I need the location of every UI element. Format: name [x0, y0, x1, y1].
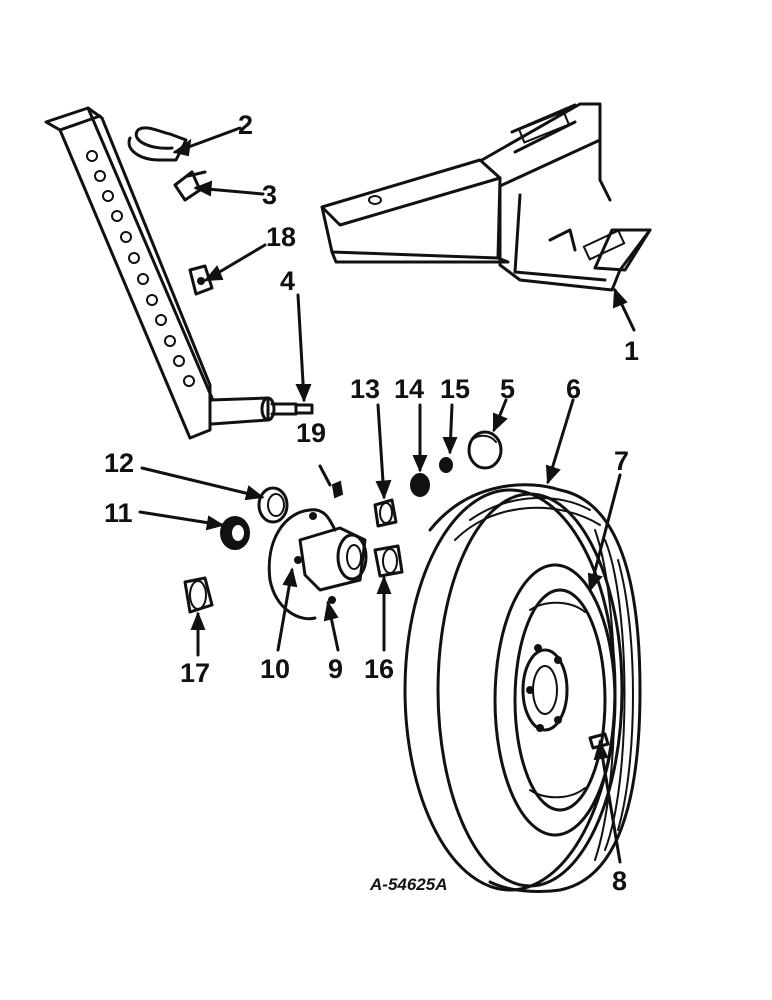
- callout-19: 19: [296, 418, 326, 448]
- part-12-seal: [257, 486, 289, 524]
- callout-labels: 1 2 3 4 5 6 7 8 9 10 11 12 13 14 15 16 1…: [104, 110, 639, 896]
- leader-lines: [138, 126, 636, 864]
- part-16-bearing-cup: [373, 544, 404, 578]
- figure-number: A-54625A: [369, 875, 448, 894]
- part-11-seal: [220, 516, 250, 550]
- part-8-bolt: [588, 732, 610, 750]
- callout-18: 18: [266, 222, 296, 252]
- callout-15: 15: [440, 374, 470, 404]
- part-1-mounting-bracket: [320, 102, 652, 292]
- part-19-fitting: [331, 480, 344, 499]
- part-14-nut: [410, 473, 430, 497]
- part-15-cotter-pin: [439, 457, 453, 473]
- callout-2: 2: [238, 110, 253, 140]
- part-13-bearing-cone: [373, 498, 398, 528]
- callout-6: 6: [566, 374, 581, 404]
- callout-10: 10: [260, 654, 290, 684]
- part-17-bushing: [183, 576, 214, 614]
- callout-9: 9: [328, 654, 343, 684]
- callout-5: 5: [500, 374, 515, 404]
- callout-3: 3: [262, 180, 277, 210]
- part-7-wheel-rim: [493, 563, 617, 837]
- callout-11: 11: [104, 498, 133, 528]
- callout-7: 7: [614, 446, 629, 476]
- part-5-hub-cap: [467, 430, 503, 470]
- callout-14: 14: [394, 374, 424, 404]
- callout-4: 4: [280, 266, 295, 296]
- part-2-u-bolt: [127, 126, 188, 162]
- callout-8: 8: [612, 866, 627, 896]
- part-4-spindle-arm: [44, 106, 314, 440]
- callout-17: 17: [180, 658, 210, 688]
- callout-16: 16: [364, 654, 394, 684]
- part-9-hub: [267, 508, 368, 621]
- callout-13: 13: [350, 374, 380, 404]
- callout-1: 1: [624, 336, 639, 366]
- callout-12: 12: [104, 448, 134, 478]
